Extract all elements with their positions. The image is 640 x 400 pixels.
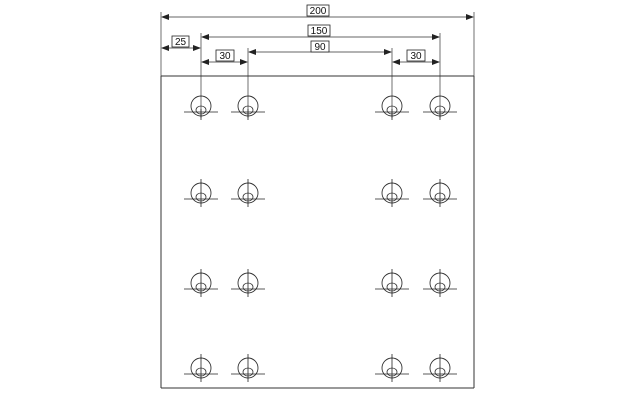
dimension-labels: 200 150 25 30 90 30 <box>171 4 426 62</box>
dim-label-left-pitch: 30 <box>215 49 235 62</box>
hole-r2-c3 <box>375 179 409 207</box>
hole-r3-c4 <box>423 269 457 297</box>
hole-r2-c1 <box>184 179 218 207</box>
plate-outline <box>160 75 475 389</box>
hole-r4-c4 <box>423 354 457 382</box>
dim-label-center-gap: 90 <box>310 40 330 53</box>
hole-r2-c2 <box>231 179 265 207</box>
hole-r1-c4 <box>423 95 457 120</box>
dim-text-hole-span: 150 <box>311 26 328 37</box>
dim-text-center-gap: 90 <box>314 42 326 53</box>
dimension-lines <box>161 14 474 65</box>
hole-r2-c4 <box>423 179 457 207</box>
hole-r4-c3 <box>375 354 409 382</box>
hole-r3-c3 <box>375 269 409 297</box>
hole-r4-c2 <box>231 354 265 382</box>
hole-r4-c1 <box>184 354 218 382</box>
dim-label-right-pitch: 30 <box>406 49 426 62</box>
dim-text-left-pitch: 30 <box>219 51 231 62</box>
dim-text-edge-offset: 25 <box>175 37 187 48</box>
hole-r3-c2 <box>231 269 265 297</box>
hole-r1-c2 <box>231 95 265 120</box>
dim-label-hole-span: 150 <box>307 24 331 37</box>
dim-text-right-pitch: 30 <box>410 51 422 62</box>
hole-r1-c1 <box>184 95 218 120</box>
dim-label-edge-offset: 25 <box>171 35 190 48</box>
hole-r3-c1 <box>184 269 218 297</box>
dim-label-overall-width: 200 <box>306 4 330 17</box>
hole-r1-c3 <box>375 95 409 120</box>
dim-text-overall-width: 200 <box>310 6 327 17</box>
mounting-holes <box>184 95 457 382</box>
